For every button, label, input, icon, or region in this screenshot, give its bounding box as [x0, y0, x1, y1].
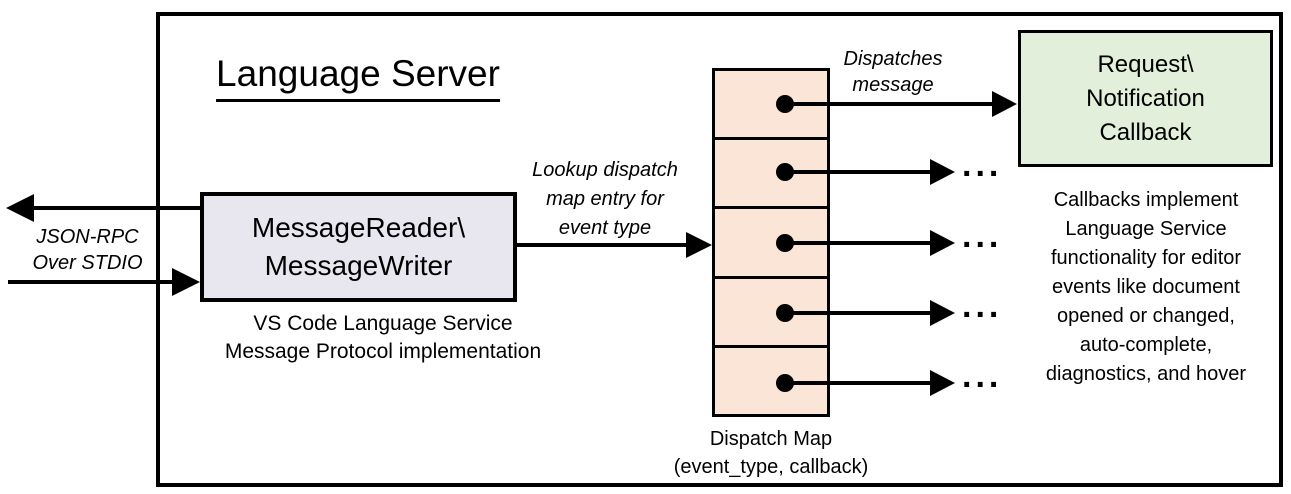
callback-box-line-3: Callback [1099, 118, 1192, 146]
dispatch-map-cell [715, 140, 827, 210]
ellipsis-row-4: ... [962, 287, 1003, 325]
json-rpc-label-line-2: Over STDIO [32, 252, 143, 274]
callbacks-note-line: Callbacks implement [1053, 189, 1239, 211]
dispatch-map-cell [715, 278, 827, 348]
callbacks-note-line: diagnostics, and hover [1045, 363, 1247, 385]
lookup-label-line-2: map entry for [546, 188, 664, 210]
dispatch-map-cell [715, 209, 827, 279]
reader-caption-line-1: VS Code Language Service [253, 312, 513, 335]
reader-caption: VS Code Language Service Message Protoco… [203, 310, 563, 366]
callback-box-line-1: Request\ [1097, 50, 1194, 78]
language-server-boundary [156, 12, 1283, 487]
message-writer-line: MessageWriter [264, 250, 453, 281]
dispatch-map-cell [715, 347, 827, 415]
lookup-dispatch-label: Lookup dispatch map entry for event type [515, 156, 695, 243]
ellipsis-row-2: ... [962, 146, 1003, 184]
callback-box-line-2: Notification [1086, 84, 1205, 112]
ellipsis-row-5: ... [962, 357, 1003, 395]
callbacks-note: Callbacks implement Language Service fun… [1012, 186, 1280, 389]
callbacks-note-line: Language Service [1065, 218, 1227, 240]
diagram-title: Language Server [216, 52, 500, 102]
dispatch-map-label-line-1: Dispatch Map [709, 428, 833, 450]
request-notification-callback-box: Request\ Notification Callback [1018, 30, 1273, 167]
arrow-stdio-out-head [6, 194, 34, 222]
message-reader-line: MessageReader\ [251, 212, 466, 243]
dispatch-map-label: Dispatch Map (event_type, callback) [650, 425, 892, 481]
lookup-label-line-3: event type [558, 217, 652, 239]
callbacks-note-line: auto-complete, [1079, 334, 1213, 356]
ellipsis-row-3: ... [962, 217, 1003, 255]
callbacks-note-line: functionality for editor [1050, 247, 1242, 269]
callbacks-note-line: opened or changed, [1057, 305, 1235, 327]
lookup-label-line-1: Lookup dispatch [532, 159, 678, 181]
dispatch-map [712, 68, 830, 417]
json-rpc-stdio-label: JSON-RPC Over STDIO [20, 224, 155, 276]
dispatches-label-line-2: message [852, 74, 934, 96]
dispatches-message-label: Dispatches message [833, 46, 953, 98]
message-reader-writer-box: MessageReader\ MessageWriter [200, 192, 517, 302]
dispatch-map-label-line-2: (event_type, callback) [673, 456, 869, 478]
dispatches-label-line-1: Dispatches [843, 48, 943, 70]
dispatch-map-cell [715, 71, 827, 141]
reader-caption-line-2: Message Protocol implementation [224, 340, 542, 363]
json-rpc-label-line-1: JSON-RPC [36, 226, 139, 248]
callbacks-note-line: events like document [1052, 276, 1240, 298]
